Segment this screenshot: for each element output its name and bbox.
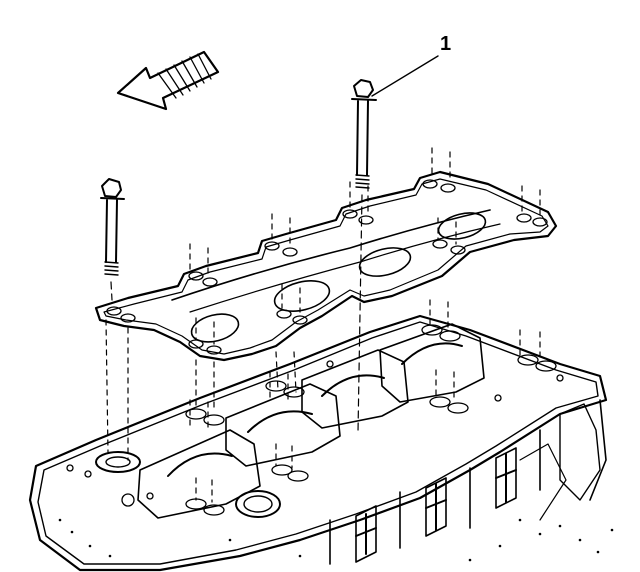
casting-texture — [58, 518, 614, 562]
alignment-lines — [105, 147, 541, 503]
cover-gasket — [94, 170, 558, 362]
front-direction-arrow-icon — [116, 50, 220, 111]
bolt-left — [100, 178, 125, 301]
callout-label-1: 1 — [440, 33, 452, 55]
engine-block — [28, 314, 614, 572]
bolt-center — [351, 79, 377, 433]
callout-1-leader — [371, 55, 439, 97]
